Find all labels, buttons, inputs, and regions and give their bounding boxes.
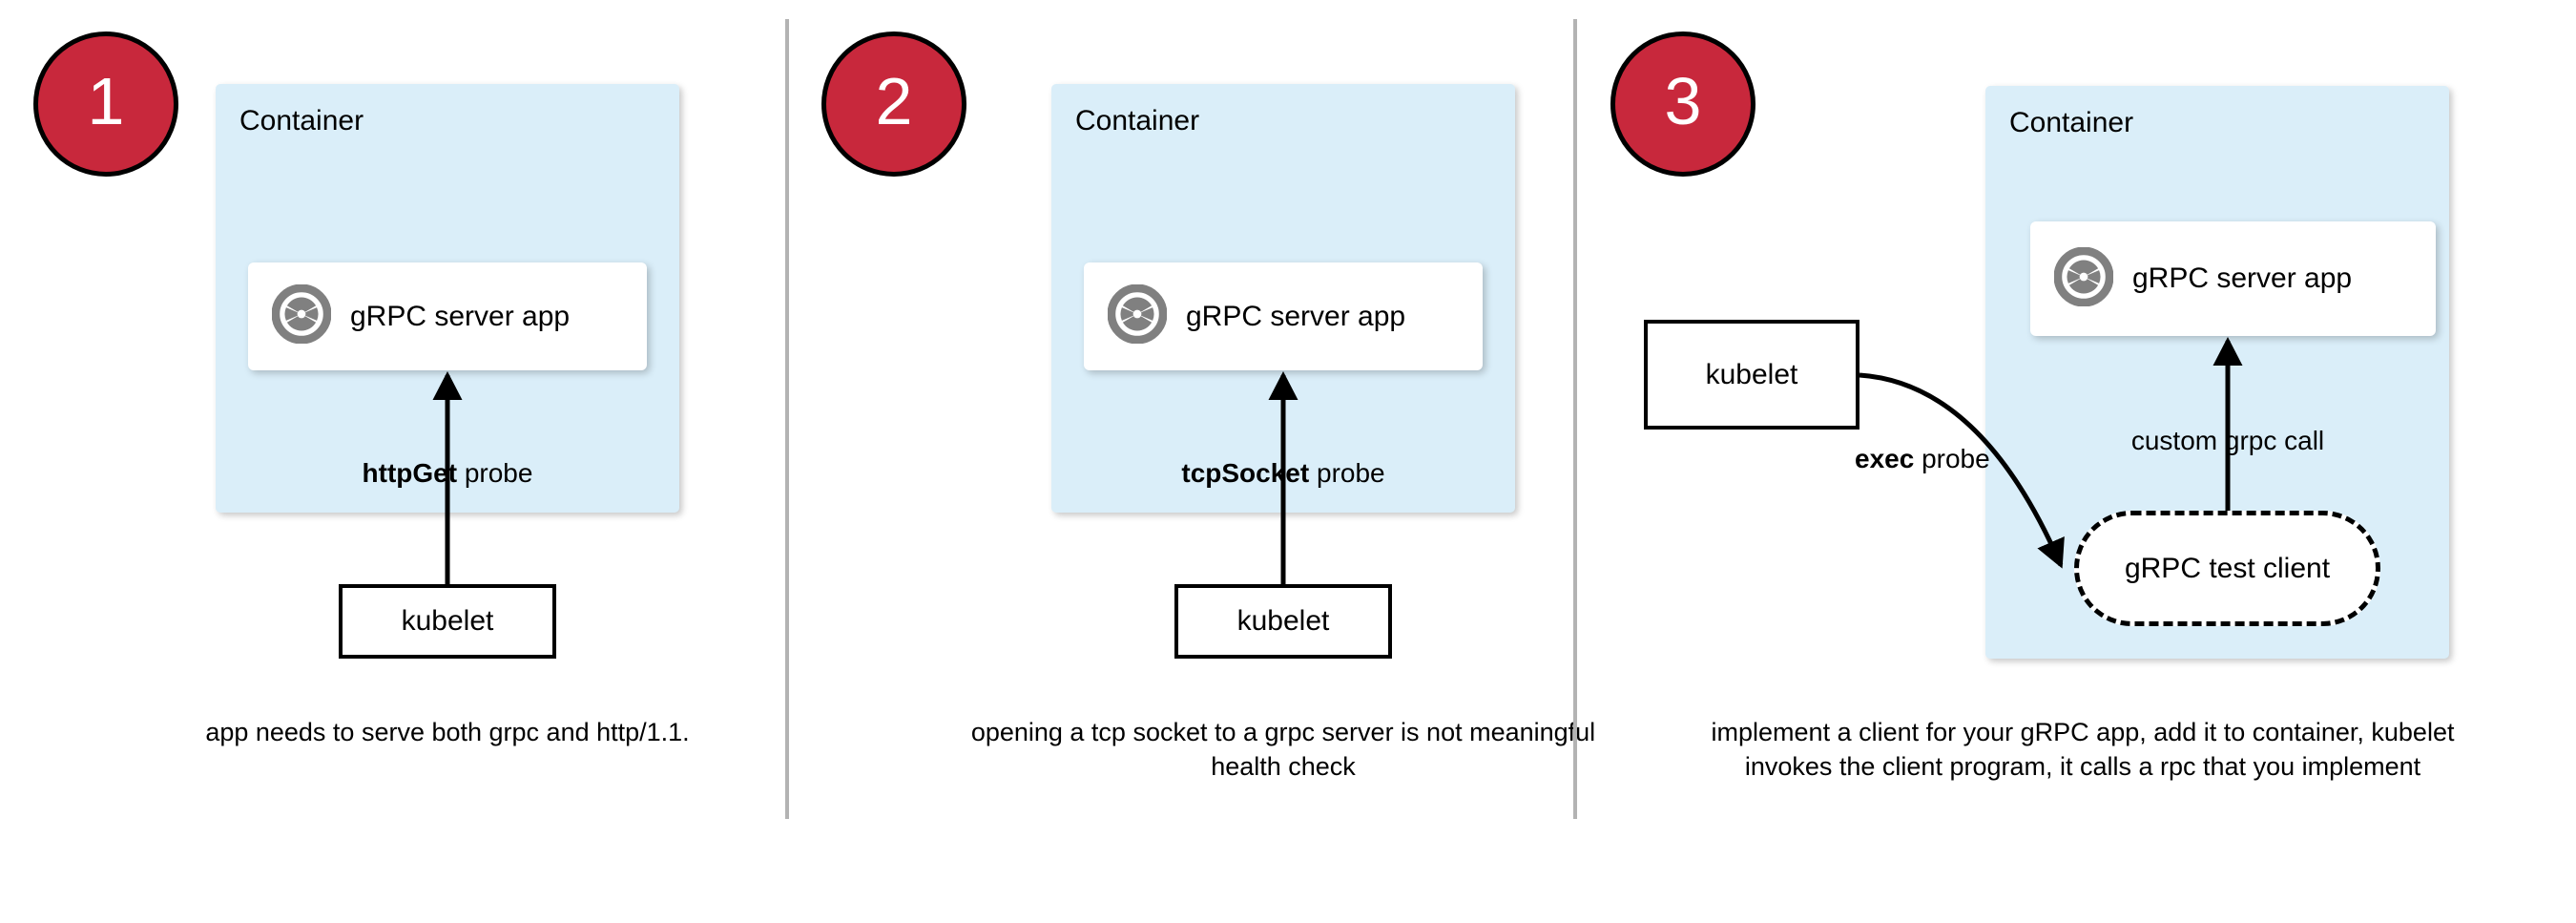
panel-divider-2 — [1573, 19, 1577, 819]
step-badge-1: 1 — [33, 31, 178, 177]
container-label-2: Container — [1075, 105, 1200, 136]
kubelet-box-1: kubelet — [339, 584, 556, 659]
kubelet-box-2: kubelet — [1174, 584, 1392, 659]
probe-name-1: httpGet — [362, 458, 458, 488]
panel-divider-1 — [785, 19, 789, 819]
container-label-1: Container — [239, 105, 364, 136]
probe-suffix-1: probe — [457, 458, 533, 488]
kubelet-label-2: kubelet — [1236, 605, 1330, 637]
grpc-server-app-label-2: gRPC server app — [1186, 300, 1406, 332]
probe-edge-label-1: httpGet probe — [363, 458, 533, 489]
custom-grpc-call-label: custom grpc call — [2130, 426, 2325, 455]
grpc-aperture-icon — [271, 283, 332, 348]
grpc-server-app-label-3: gRPC server app — [2132, 262, 2353, 294]
grpc-test-client-box: gRPC test client — [2074, 511, 2380, 626]
probe-name-3: exec — [1855, 444, 1915, 473]
panel-step-1: 1 Container — [0, 0, 788, 923]
grpc-test-client-label: gRPC test client — [2124, 552, 2331, 584]
grpc-aperture-icon — [2053, 246, 2114, 311]
probe-suffix-3: probe — [1914, 444, 1990, 473]
step-number-2: 2 — [875, 64, 913, 138]
probe-edge-label-3: exec probe — [1855, 444, 1990, 474]
panel-step-2: 2 Container — [788, 0, 1595, 923]
step-number-1: 1 — [87, 64, 125, 138]
step-badge-3: 3 — [1610, 31, 1755, 177]
panel-step-3: 3 Container — [1576, 0, 2576, 923]
grpc-server-app-label-1: gRPC server app — [350, 300, 571, 332]
probe-suffix-2: probe — [1309, 458, 1385, 488]
probe-edge-label-2: tcpSocket probe — [1181, 458, 1384, 489]
container-label-3: Container — [2009, 107, 2134, 138]
grpc-server-app-card-1: gRPC server app — [248, 262, 647, 370]
caption-1: app needs to serve both grpc and http/1.… — [205, 718, 690, 746]
caption-3: implement a client for your gRPC app, ad… — [1711, 718, 2455, 781]
caption-2: opening a tcp socket to a grpc server is… — [970, 718, 1596, 781]
kubelet-box-3: kubelet — [1644, 320, 1859, 430]
grpc-server-app-card-3: gRPC server app — [2030, 221, 2436, 336]
step-badge-2: 2 — [821, 31, 966, 177]
kubelet-label-1: kubelet — [401, 605, 494, 637]
kubelet-label-3: kubelet — [1705, 358, 1798, 390]
grpc-aperture-icon — [1107, 283, 1168, 348]
probe-name-2: tcpSocket — [1181, 458, 1310, 488]
step-number-3: 3 — [1664, 64, 1702, 138]
grpc-server-app-card-2: gRPC server app — [1084, 262, 1483, 370]
